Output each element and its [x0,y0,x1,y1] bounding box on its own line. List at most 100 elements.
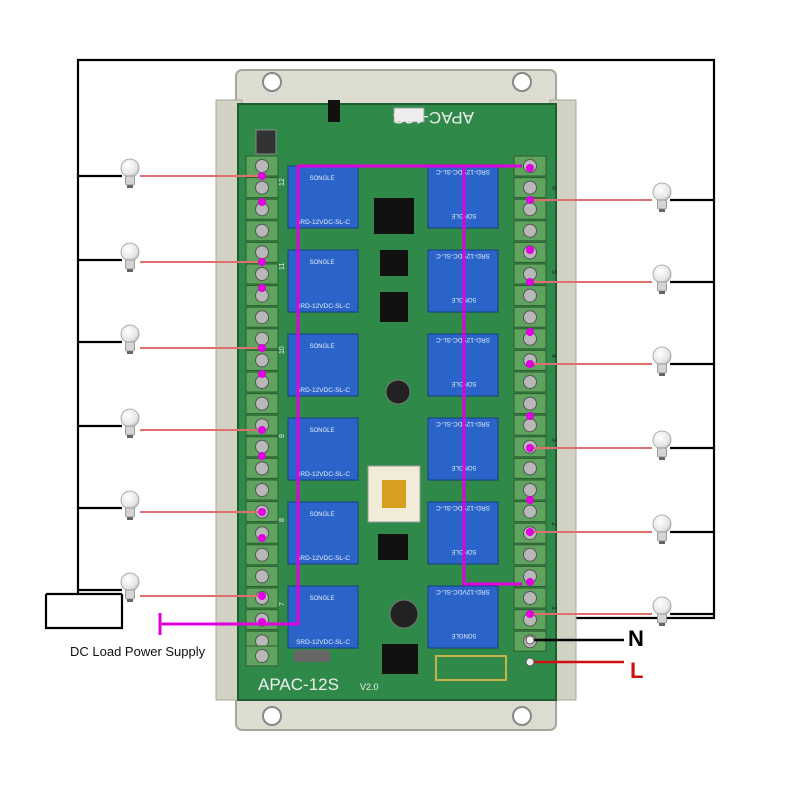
junction-dot [258,534,266,542]
terminal-screw [523,504,537,519]
relay-brand: SONGLE [309,596,334,602]
relay-model: SRD-12VDC-SL-C [436,588,490,595]
terminal-screw [523,310,537,325]
bulb-base [657,199,667,210]
junction-dot [526,164,534,172]
terminal-screw [255,439,269,454]
terminal-screw [255,569,269,584]
junction-dot [526,578,534,586]
bulb-tip [659,623,665,626]
junction-dot [526,444,534,452]
frame-wire [76,58,716,620]
bulb-icon [652,346,672,376]
loads-right [526,164,714,626]
bulb-tip [659,373,665,376]
junction-dot [526,496,534,504]
bulb-glass [652,430,672,450]
junction-dot [258,198,266,206]
junction-dot [526,196,534,204]
terminal-screw [255,245,269,260]
channel-label: 9 [279,434,286,438]
channel-label: 10 [279,346,286,354]
relay-body [287,417,359,481]
pin-header [393,107,425,123]
regulator [382,644,418,674]
bulb-tip [659,541,665,544]
terminal-screw [523,396,537,411]
ic-chip [380,292,408,322]
indicator-leds [294,650,330,662]
relay-body [287,249,359,313]
mount-hole [262,706,282,726]
bulb-base [657,281,667,292]
bulb-glass [120,408,140,428]
junction-dot [258,592,266,600]
channel-label: 6 [550,186,557,190]
mount-hole [512,72,532,92]
junction-dot [258,172,266,180]
capacitor [385,379,411,405]
bulb-glass [120,572,140,592]
channel-label: 3 [550,438,557,442]
bulb-icon [120,572,140,602]
version-label: V2.0 [360,682,379,692]
relay-body [287,165,359,229]
ic-chip [378,534,408,560]
junction-dot [258,370,266,378]
mount-hole [262,72,282,92]
bulb-glass [120,490,140,510]
bulb-glass [652,514,672,534]
magenta-wires [158,164,522,635]
neutral-label: N [628,626,644,651]
terminal-screw [523,418,537,433]
learn-button[interactable] [255,129,277,155]
model-label-bottom: APAC-12S [258,675,339,694]
bulb-tip [127,517,133,520]
bulb-glass [120,242,140,262]
model-label-top: APAC-12S [393,108,474,127]
channel-label: 8 [279,518,286,522]
terminal-screw [255,547,269,562]
relay-model: SRD-12VDC-SL-C [296,219,350,226]
relay-body [287,333,359,397]
terminal-screw [255,649,269,663]
channel-label: 4 [550,354,557,358]
relay-brand: SONGLE [309,512,334,518]
relay-model: SRD-12VDC-SL-C [296,303,350,310]
junction-dot [258,344,266,352]
live-terminal [525,657,535,667]
junction-dot [258,284,266,292]
bulb-glass [652,596,672,616]
bulb-icon [120,324,140,354]
terminal-screw [523,223,537,238]
neutral-terminal [525,635,535,645]
bulb-icon [120,242,140,272]
relay-model: SRD-12VDC-SL-C [296,639,350,646]
dc-supply-wire [44,592,124,630]
relay: SONGLE SRD-12VDC-SL-C [287,585,359,649]
bulb-icon [120,408,140,438]
terminal-screw [255,180,269,195]
junction-dot [526,328,534,336]
bulb-base [125,175,135,186]
junction-dot [526,412,534,420]
channel-label: 5 [550,270,557,274]
bulb-glass [120,324,140,344]
junction-dot [526,278,534,286]
terminal-screw [255,483,269,497]
bulb-base [657,531,667,542]
relay-model: SRD-12VDC-SL-C [296,471,350,478]
junction-dot [526,528,534,536]
bulb-base [125,507,135,518]
loads-left [78,158,266,626]
bulb-base [657,363,667,374]
bulb-tip [127,351,133,354]
bulb-icon [652,182,672,212]
bulb-base [657,613,667,624]
